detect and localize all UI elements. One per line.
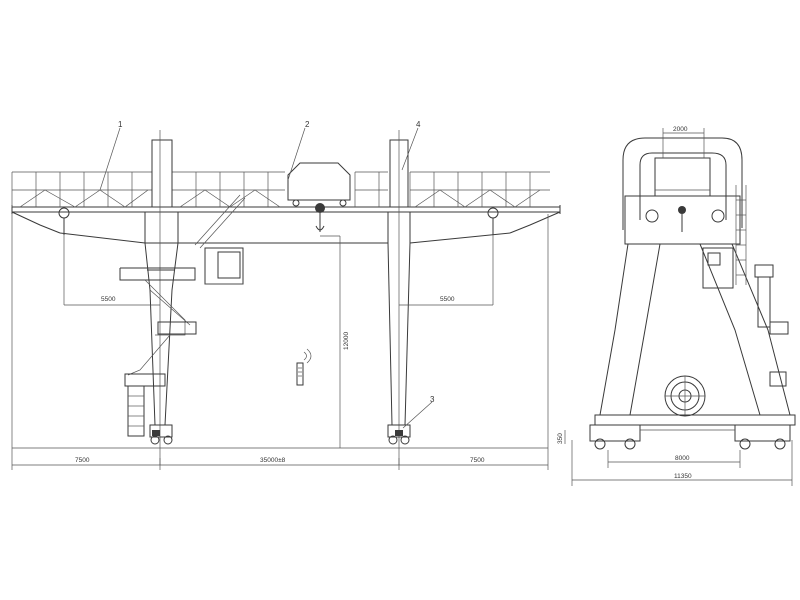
- part-label-1: 1: [118, 120, 123, 129]
- part-label-3: 3: [430, 395, 435, 404]
- right-leg: [387, 130, 411, 465]
- dim-rail-height: 350: [557, 433, 564, 444]
- side-ladder: [735, 185, 789, 387]
- dim-total-width: 11350: [674, 473, 692, 480]
- end-hook-left: [58, 207, 70, 235]
- end-hook-right: [487, 207, 499, 235]
- remote-control-icon: [296, 348, 312, 386]
- dim-top-width: 2000: [673, 126, 688, 133]
- front-dimensions: [11, 214, 549, 470]
- walkway-railing: [11, 171, 550, 208]
- dim-right-overhang: 7500: [470, 457, 485, 464]
- front-view: 1 2 3 4 5500 5500 12000 7500 35000±8: [11, 120, 561, 470]
- side-dimensions: [564, 128, 793, 486]
- dim-right-cantilever: 5500: [440, 296, 455, 303]
- dim-left-cantilever: 5500: [101, 296, 116, 303]
- part-leaders: [99, 127, 433, 429]
- part-label-4: 4: [416, 120, 421, 129]
- trolley: [287, 162, 351, 232]
- dim-lift-height: 12000: [343, 332, 350, 350]
- dim-left-overhang: 7500: [75, 457, 90, 464]
- cable-drum: [664, 375, 706, 417]
- part-label-2: 2: [305, 120, 310, 129]
- side-view: 2000 8000 11350 350: [557, 126, 796, 486]
- left-leg: [119, 130, 246, 465]
- main-girder: [11, 205, 561, 244]
- dim-wheel-base: 8000: [675, 455, 690, 462]
- dim-span: 35000±8: [260, 457, 286, 464]
